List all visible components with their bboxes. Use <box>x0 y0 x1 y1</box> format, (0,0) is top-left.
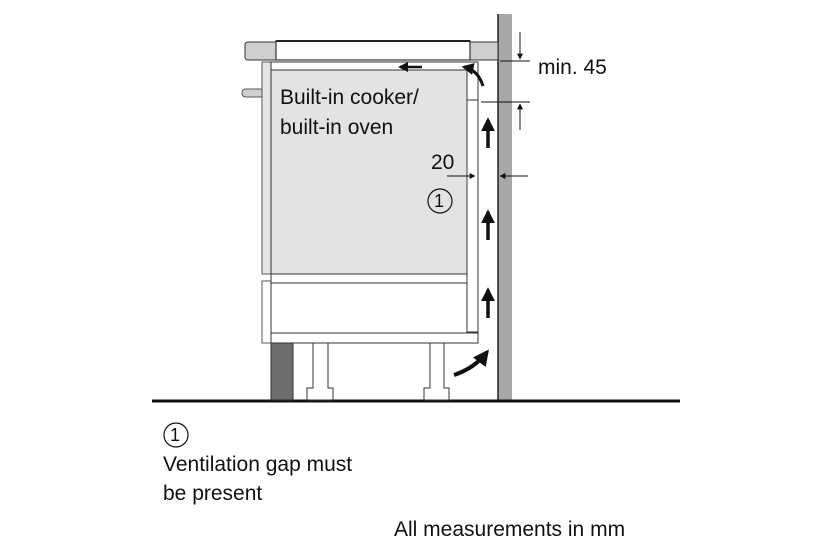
appliance-label-line1: Built-in cooker/ <box>280 86 419 109</box>
dimension-top-clearance <box>481 32 530 130</box>
oven-handle <box>241 88 263 98</box>
drawer <box>270 282 468 334</box>
cabinet-body <box>270 61 479 344</box>
top-clearance-label: min. 45 <box>538 56 607 79</box>
cabinet-front-frame <box>241 61 272 344</box>
appliance-label-line2: built-in oven <box>280 116 394 139</box>
cabinet-legs <box>306 342 450 401</box>
airflow-arrows <box>398 62 495 377</box>
plinth <box>270 342 294 401</box>
legend-marker-number: 1 <box>170 425 181 445</box>
legend-marker-circle <box>163 422 189 448</box>
rear-wall <box>497 14 512 402</box>
legend-text-line1: Ventilation gap must <box>163 453 353 476</box>
worktop <box>244 40 499 61</box>
gap-marker-circle <box>427 188 453 214</box>
units-note: All measurements in mm <box>394 518 626 541</box>
oven-body <box>270 69 468 275</box>
gap-marker-number: 1 <box>434 191 445 211</box>
rear-gap-label: 20 <box>431 151 455 174</box>
legend-text-line2: be present <box>163 482 263 505</box>
